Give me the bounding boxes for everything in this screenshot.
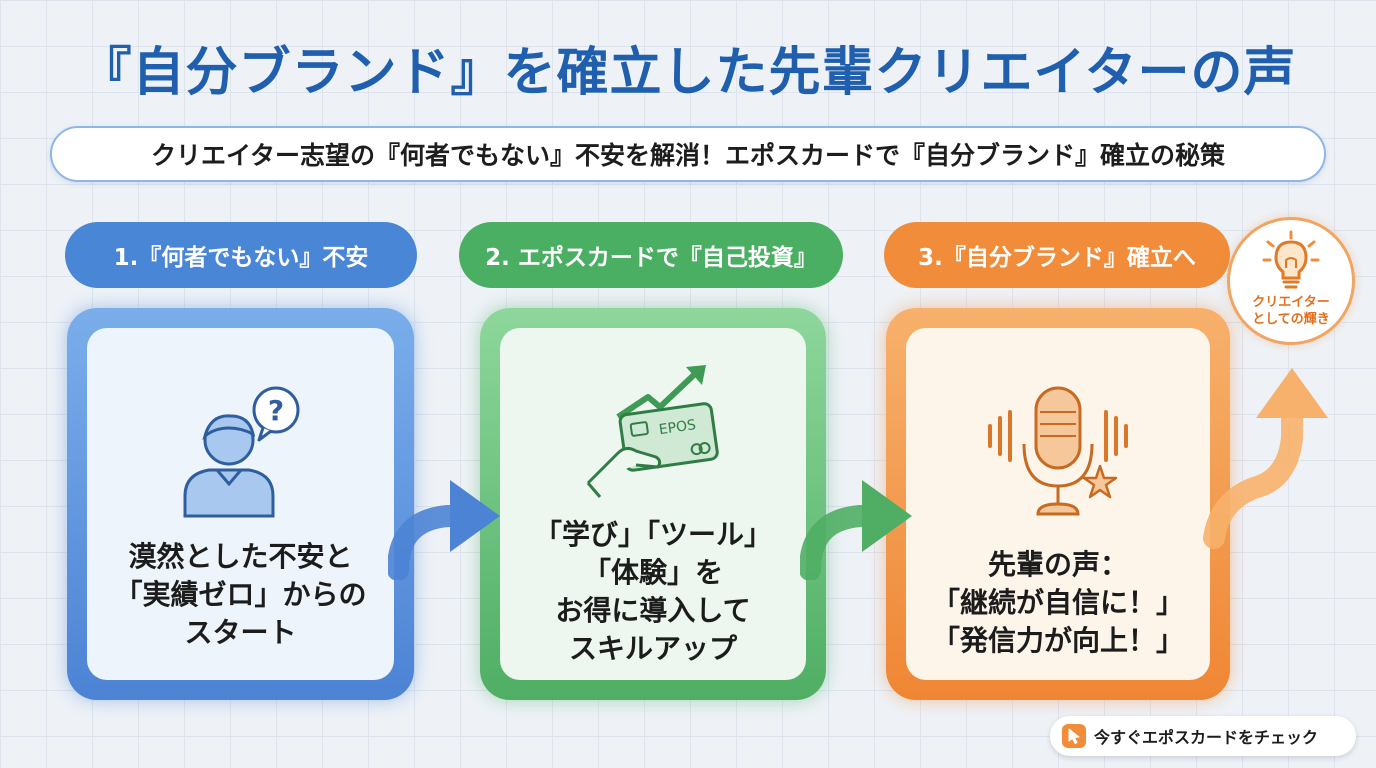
subtitle-banner: クリエイター志望の『何者でもない』不安を解消！エポスカードで『自分ブランド』確立… xyxy=(50,126,1326,182)
step-1-line: スタート xyxy=(184,616,297,649)
arrow-up-icon xyxy=(1203,368,1328,549)
confused-person-icon: ? xyxy=(171,368,311,528)
check-epos-card-button[interactable]: 今すぐエポスカードをチェック xyxy=(1050,716,1356,756)
step-2-card: EPOS 「学び」「ツール」 「体験」を お得に導入して スキルアップ xyxy=(480,308,826,700)
step-2-label: 2. エポスカードで『自己投資』 xyxy=(459,222,843,288)
badge-line: クリエイター xyxy=(1252,295,1330,310)
step-3-line: 先輩の声： xyxy=(987,548,1128,581)
step-1-line: 「実績ゼロ」からの xyxy=(114,578,367,611)
subtitle-text: クリエイター志望の『何者でもない』不安を解消！エポスカードで『自分ブランド』確立… xyxy=(150,141,1225,170)
step-3-label: 3.『自分ブランド』確立へ xyxy=(884,222,1230,288)
step-1-text: 漠然とした不安と 「実績ゼロ」からの スタート xyxy=(114,538,366,652)
step-3-text: 先輩の声： 「継続が自信に！」 「発信力が向上！」 xyxy=(932,546,1184,660)
arrow-right-icon xyxy=(800,480,912,580)
badge-text: クリエイター としての輝き xyxy=(1252,294,1330,328)
step-2-line: スキルアップ xyxy=(568,632,737,665)
step-2-line: 「体験」を xyxy=(582,556,723,589)
badge-line: としての輝き xyxy=(1252,312,1330,327)
step-2-text: 「学び」「ツール」 「体験」を お得に導入して スキルアップ xyxy=(534,516,772,668)
lightbulb-icon xyxy=(1260,228,1322,294)
step-3-line: 「発信力が向上！」 xyxy=(931,624,1184,657)
creator-shine-badge: クリエイター としての輝き xyxy=(1227,217,1355,345)
cta-label: 今すぐエポスカードをチェック xyxy=(1094,728,1319,747)
step-2-line: お得に導入して xyxy=(555,594,751,627)
step-1-label: 1.『何者でもない』不安 xyxy=(65,222,417,288)
hand-card-growth-icon: EPOS xyxy=(578,352,728,512)
svg-text:?: ? xyxy=(267,394,283,427)
arrow-right-icon xyxy=(388,480,500,580)
step-3-card: 先輩の声： 「継続が自信に！」 「発信力が向上！」 xyxy=(886,308,1230,700)
step-2-line: 「学び」「ツール」 xyxy=(533,518,772,551)
card-brand: EPOS xyxy=(658,417,697,438)
microphone-star-icon xyxy=(978,372,1138,532)
step-3-line: 「継続が自信に！」 xyxy=(931,586,1184,619)
step-1-line: 漠然とした不安と xyxy=(128,540,353,573)
page-title: 『自分ブランド』を確立した先輩クリエイターの声 xyxy=(79,43,1297,103)
step-1-card: ? 漠然とした不安と 「実績ゼロ」からの スタート xyxy=(67,308,414,700)
cursor-icon xyxy=(1062,724,1086,748)
